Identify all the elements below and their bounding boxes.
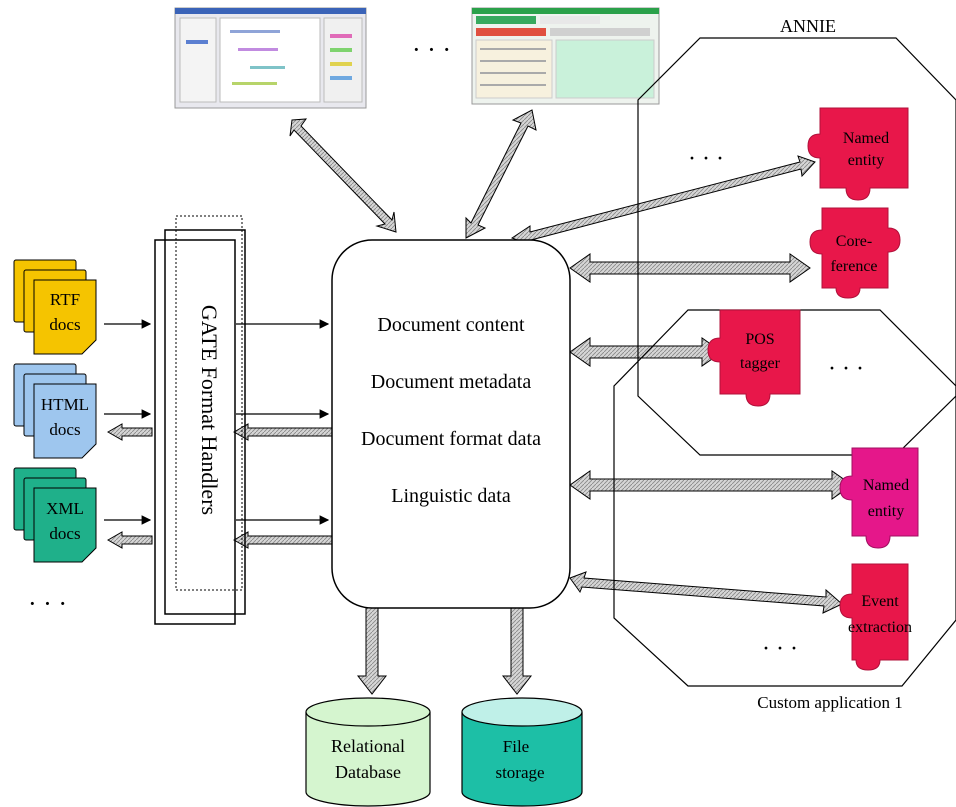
arrow-center-db (356, 607, 388, 695)
linguistic-data-label: Linguistic data (391, 485, 511, 507)
db-label-2: Database (335, 762, 401, 782)
relational-database-cylinder: Relational Database (305, 697, 431, 807)
doc-stack-html: HTML docs (13, 363, 97, 459)
doc-label-html-2: docs (49, 420, 80, 439)
puzzle-label: Named (863, 477, 909, 494)
thin-arrows (104, 319, 330, 525)
arrow-center-event (569, 571, 843, 614)
puzzle-pos-tagger: POS tagger (707, 309, 801, 407)
arrow-center-custom-ne (569, 470, 853, 500)
puzzle-coreference: Core- ference (809, 207, 901, 299)
arrows (106, 109, 853, 695)
ellipsis-docs: · · · (28, 589, 67, 618)
puzzle-label: entity (868, 503, 904, 520)
arrow-center-pos (569, 337, 723, 367)
custom-app-octagon: Custom application 1 · · · (613, 309, 956, 712)
doc-label-rtf-1: RTF (50, 290, 80, 309)
file-label-1: File (503, 737, 529, 756)
gui-screenshot-1 (174, 7, 367, 109)
doc-label-rtf-2: docs (49, 315, 80, 334)
doc-format-data-label: Document format data (361, 428, 541, 450)
db-label-1: Relational (331, 736, 405, 756)
puzzle-label: extraction (848, 619, 912, 636)
puzzle-custom-named-entity: Named entity (839, 447, 919, 549)
doc-label-xml-1: XML (46, 499, 84, 518)
puzzle-label: Event (861, 593, 899, 610)
arrow-center-file (501, 607, 533, 695)
doc-content-label: Document content (377, 314, 525, 336)
doc-page-front (33, 279, 97, 355)
puzzle-label: ference (830, 258, 877, 275)
arrow-center-coref (569, 253, 811, 283)
arrow-gui1-center (289, 118, 397, 233)
annie-title: ANNIE (780, 16, 836, 36)
gui-screenshot-2 (471, 7, 660, 105)
ellipsis-pos: · · · (828, 356, 864, 382)
puzzle-label: entity (848, 152, 884, 169)
doc-label-html-1: HTML (41, 395, 89, 414)
puzzle-label: Named (843, 130, 889, 147)
custom-app-title: Custom application 1 (757, 693, 902, 712)
doc-stack-rtf: RTF docs (13, 259, 97, 355)
puzzle-event-extraction: Event extraction (839, 563, 912, 671)
puzzle-label: tagger (740, 355, 781, 372)
file-label-2: storage (495, 763, 544, 782)
ellipsis-custom: · · · (762, 636, 798, 662)
puzzle-label: POS (745, 331, 774, 348)
arrow-handlers-html (106, 423, 153, 441)
format-handlers-box: GATE Format Handlers (154, 215, 246, 625)
doc-stack-xml: XML docs (13, 467, 97, 563)
arrow-handlers-xml (106, 531, 153, 549)
arrow-center-handlers-1 (232, 423, 333, 441)
arrow-gui2-center (465, 109, 537, 239)
doc-label-xml-2: docs (49, 524, 80, 543)
ellipsis-annie: · · · (688, 146, 724, 172)
puzzle-annie-named-entity: Named entity (807, 107, 909, 201)
doc-metadata-label: Document metadata (371, 371, 532, 393)
ellipsis-top: · · · (412, 35, 451, 64)
puzzle-label: Core- (836, 233, 872, 250)
file-storage-cylinder: File storage (461, 697, 583, 807)
gate-document-box: Document content Document metadata Docum… (331, 239, 571, 609)
arrow-center-annie-ne (510, 155, 816, 247)
format-handlers-label: GATE Format Handlers (197, 305, 222, 515)
arrow-center-handlers-2 (232, 531, 333, 549)
